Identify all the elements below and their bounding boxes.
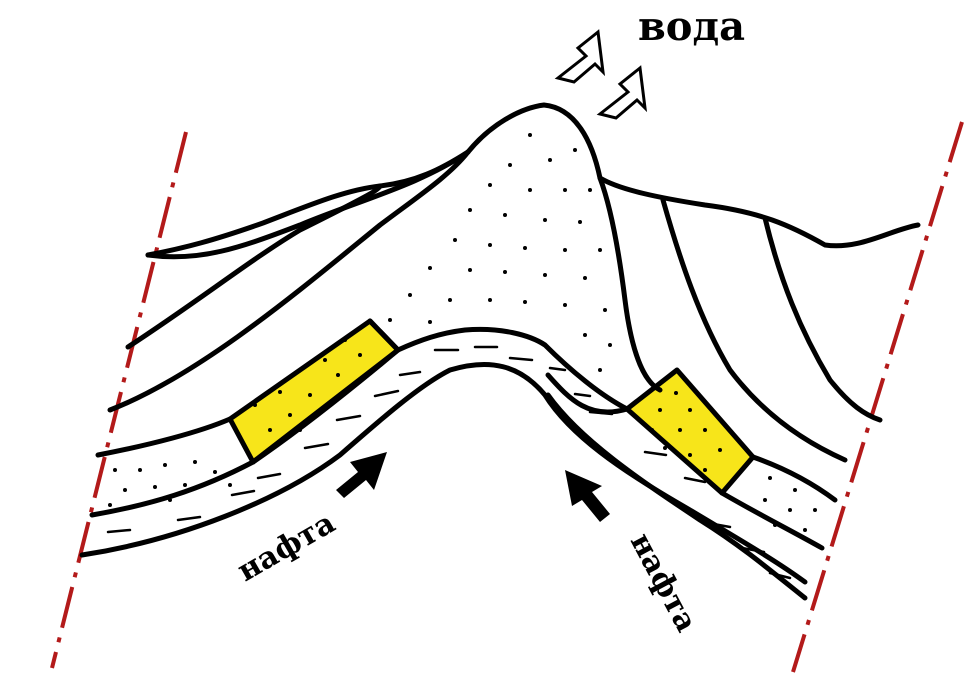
strata-lines: [79, 102, 921, 601]
right-bed-line-5: [719, 490, 825, 551]
oil-pocket-left-dots: [253, 338, 362, 432]
right-bed-line-1: [597, 175, 663, 393]
cap-rock-lower-line: [367, 318, 401, 353]
cap-rock-upper-line: [250, 326, 630, 465]
left-fault-line: [50, 131, 188, 669]
sand-dots: [108, 133, 817, 532]
oil-pocket-left: [227, 318, 401, 465]
water-label: вода: [638, 3, 745, 50]
right-bed-line-4: [750, 454, 838, 503]
right-fault-line: [791, 121, 964, 673]
oil-pocket-right: [624, 367, 756, 496]
right-bed-line-2: [660, 197, 848, 463]
left-bed-line-5: [89, 459, 256, 518]
left-bed-line-6: [79, 362, 808, 585]
left-bed-line-3: [107, 149, 471, 413]
right-bed-line-7: [545, 392, 808, 601]
left-bed-line-2: [125, 183, 383, 350]
outlined-arrow-down-left-icon: [554, 29, 648, 120]
filled-arrow-up-icon: [336, 452, 610, 522]
clay-layer-dashes: [106, 345, 792, 580]
right-bed-line-3: [762, 215, 883, 423]
oil-label-right: нафта: [623, 527, 704, 637]
left-bed-line-4: [95, 416, 233, 458]
left-bed-line-1: [145, 149, 471, 258]
ground-surface-line: [145, 102, 921, 260]
oil-pocket-right-dots: [650, 391, 722, 472]
right-bed-line-6: [545, 372, 630, 415]
oil-label-left: нафта: [232, 505, 342, 589]
